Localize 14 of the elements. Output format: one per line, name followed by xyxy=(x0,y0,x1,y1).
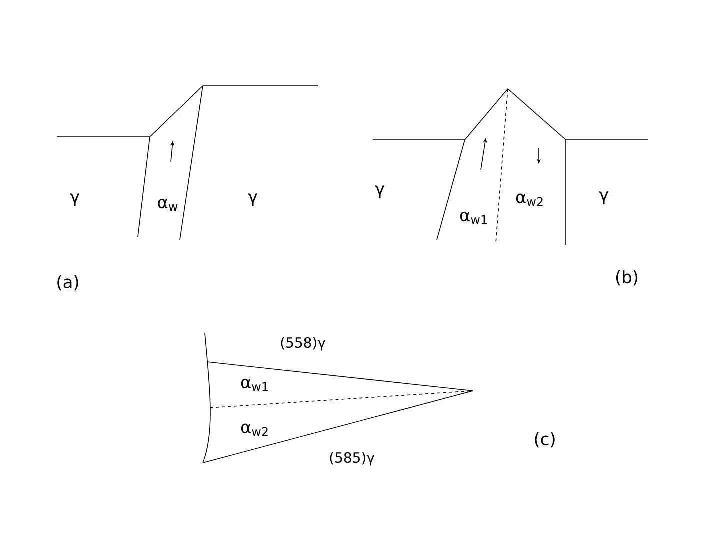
phase-label: γ xyxy=(248,194,258,206)
phase-label: α$_{w}$ xyxy=(158,198,178,212)
phase-label: α$_{w1}$ xyxy=(460,212,487,224)
phase-label: α$_{w2}$ xyxy=(241,424,268,436)
phase-label: γ xyxy=(70,194,80,206)
plane-label: (558)γ xyxy=(281,337,326,351)
phase-label: α$_{w1}$ xyxy=(241,378,268,392)
phase-label: α$_{w2}$ xyxy=(516,194,543,206)
panel-label: (c) xyxy=(535,432,555,448)
panel-label: (a) xyxy=(58,275,78,291)
panel-label: (b) xyxy=(616,270,638,286)
plane-label: (585)γ xyxy=(330,452,375,466)
phase-label: γ xyxy=(599,192,609,204)
phase-label: γ xyxy=(375,186,385,198)
